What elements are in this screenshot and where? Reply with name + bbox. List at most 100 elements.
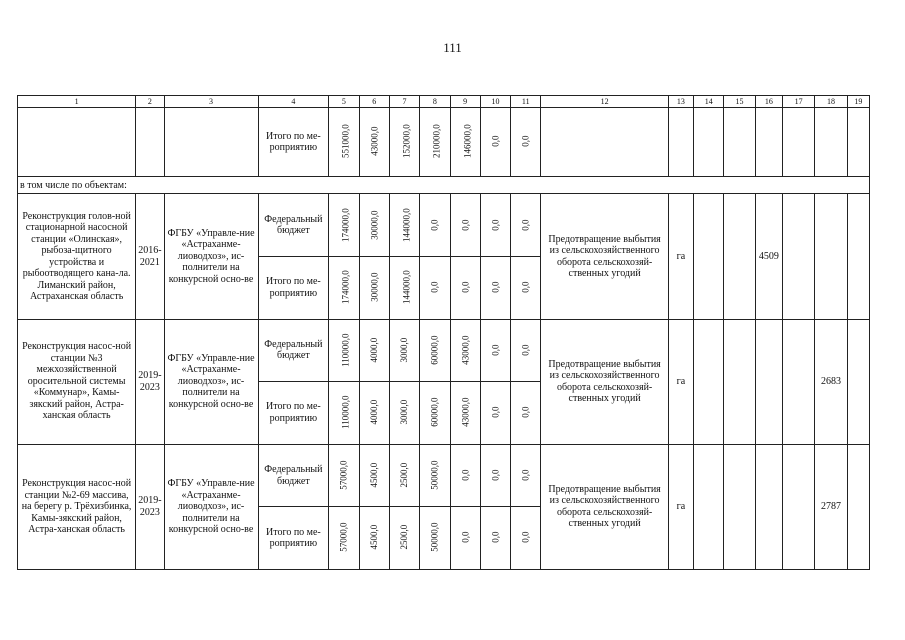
budget-value-text: 2500,0 bbox=[399, 462, 410, 488]
header-col-2: 2 bbox=[135, 94, 165, 109]
total-value: 43000,0 bbox=[358, 107, 390, 178]
object-period: 2019-2023 bbox=[135, 318, 165, 445]
total-value-text: 4000,0 bbox=[369, 400, 380, 425]
budget-value: 2500,0 bbox=[388, 443, 421, 508]
object-name: Реконструкция насос-ной станции №3 межхо… bbox=[16, 318, 137, 445]
indicator-c16: 4509 bbox=[754, 193, 783, 320]
budget-value-text: 30000,0 bbox=[369, 210, 380, 240]
total-value-text: 174000,0 bbox=[340, 270, 351, 305]
total-value: 60000,0 bbox=[419, 381, 451, 445]
budget-value: 60000,0 bbox=[419, 318, 451, 383]
total-value: 0,0 bbox=[510, 256, 542, 320]
total-value-text: 210000,0 bbox=[431, 124, 442, 159]
total-value-text: 43000,0 bbox=[369, 126, 380, 157]
budget-value-text: 43000,0 bbox=[459, 335, 470, 365]
total-value-text: 0,0 bbox=[490, 135, 501, 148]
total-label: Итого по ме-роприятию bbox=[257, 506, 330, 570]
object-row-total: Итого по ме-роприятию 57000,0 4500,0 2500,0… bbox=[18, 506, 870, 570]
total-value: 551000,0 bbox=[328, 107, 360, 178]
header-col-4: 4 bbox=[257, 94, 330, 109]
budget-label: Федеральный бюджет bbox=[257, 318, 330, 383]
total-value-text: 43000,0 bbox=[459, 397, 470, 428]
total-value: 4500,0 bbox=[358, 506, 390, 570]
budget-value-text: 144000,0 bbox=[401, 207, 412, 242]
budget-value: 0,0 bbox=[449, 443, 481, 508]
indicator-c15 bbox=[723, 443, 756, 571]
header-col-14: 14 bbox=[693, 94, 725, 109]
total-value-text: 0,0 bbox=[459, 531, 470, 544]
budget-value-text: 0,0 bbox=[459, 219, 470, 231]
total-value: 0,0 bbox=[449, 506, 481, 570]
object-name: Реконструкция насос-ной станции №2-69 ма… bbox=[16, 443, 137, 571]
object-row-budget: Реконструкция голов-ной стационарной нас… bbox=[16, 193, 871, 320]
budget-value: 4500,0 bbox=[358, 443, 390, 508]
budget-value: 30000,0 bbox=[358, 193, 390, 258]
indicator-c15 bbox=[723, 318, 756, 445]
total-value: 0,0 bbox=[479, 107, 512, 178]
total-value-text: 110000,0 bbox=[340, 395, 351, 430]
indicator-c19 bbox=[846, 318, 871, 445]
total-label: Итого по ме-роприятию bbox=[257, 381, 330, 445]
total-value: 0,0 bbox=[449, 256, 481, 320]
header-col-1: 1 bbox=[16, 94, 137, 109]
header-col-5: 5 bbox=[328, 94, 360, 109]
budget-value: 4000,0 bbox=[358, 318, 390, 383]
empty-cell bbox=[667, 107, 695, 178]
indicator-c15 bbox=[723, 193, 756, 320]
budget-value: 0,0 bbox=[479, 193, 512, 258]
total-value-text: 0,0 bbox=[520, 406, 531, 419]
total-value: 146000,0 bbox=[449, 107, 481, 178]
object-row-budget: Реконструкция насос-ной станции №3 межхо… bbox=[16, 318, 871, 445]
indicator-c16 bbox=[754, 318, 783, 445]
budget-value: 0,0 bbox=[479, 318, 512, 383]
total-value: 0,0 bbox=[419, 256, 451, 320]
budget-value-text: 4000,0 bbox=[369, 337, 380, 363]
budget-value: 0,0 bbox=[449, 193, 481, 258]
header-col-6: 6 bbox=[358, 94, 390, 109]
header-col-7: 7 bbox=[388, 94, 421, 109]
empty-cell bbox=[846, 107, 871, 178]
object-executor: ФГБУ «Управле-ние «Астраханме-лиоводхоз»… bbox=[163, 443, 259, 571]
indicator-c16 bbox=[754, 443, 783, 571]
budget-value: 0,0 bbox=[510, 193, 542, 258]
total-value-text: 0,0 bbox=[520, 281, 531, 293]
empty-cell bbox=[723, 107, 756, 178]
total-value: 0,0 bbox=[510, 107, 542, 178]
total-value-text: 0,0 bbox=[520, 531, 531, 544]
total-value: 57000,0 bbox=[328, 506, 360, 570]
budget-value-text: 57000,0 bbox=[338, 460, 349, 490]
total-value: 4000,0 bbox=[358, 381, 390, 445]
indicator-c17 bbox=[781, 193, 816, 320]
object-unit: га bbox=[667, 443, 695, 571]
total-value: 174000,0 bbox=[328, 256, 360, 320]
empty-cell bbox=[814, 107, 848, 178]
empty-cell bbox=[16, 107, 137, 178]
object-executor: ФГБУ «Управле-ние «Астраханме-лиоводхоз»… bbox=[163, 193, 259, 320]
budget-value: 174000,0 bbox=[328, 193, 360, 258]
total-value: 30000,0 bbox=[358, 256, 390, 320]
budget-value: 0,0 bbox=[419, 193, 451, 258]
budget-value-text: 174000,0 bbox=[340, 207, 351, 242]
total-value-text: 57000,0 bbox=[338, 522, 349, 553]
header-col-3: 3 bbox=[163, 94, 259, 109]
budget-value-text: 0,0 bbox=[490, 344, 501, 356]
budget-value: 43000,0 bbox=[449, 318, 481, 383]
total-value-text: 0,0 bbox=[490, 531, 501, 544]
header-col-12: 12 bbox=[540, 94, 669, 109]
budget-label: Федеральный бюджет bbox=[257, 443, 330, 508]
total-value: 2500,0 bbox=[388, 506, 421, 570]
object-result: Предотвращение выбытия из сельскохозяйст… bbox=[540, 443, 669, 571]
indicator-c18 bbox=[814, 193, 848, 320]
total-value: 43000,0 bbox=[449, 381, 481, 445]
budget-value-text: 0,0 bbox=[520, 344, 531, 356]
budget-value-text: 60000,0 bbox=[429, 335, 440, 365]
page-number: 111 bbox=[443, 40, 462, 55]
budget-value: 3000,0 bbox=[388, 318, 421, 383]
budget-label: Федеральный бюджет bbox=[257, 193, 330, 258]
total-value-text: 4500,0 bbox=[369, 525, 380, 550]
total-value-text: 146000,0 bbox=[462, 124, 473, 159]
budget-value-text: 0,0 bbox=[520, 469, 531, 481]
object-row-budget: Реконструкция насос-ной станции №2-69 ма… bbox=[16, 443, 871, 571]
